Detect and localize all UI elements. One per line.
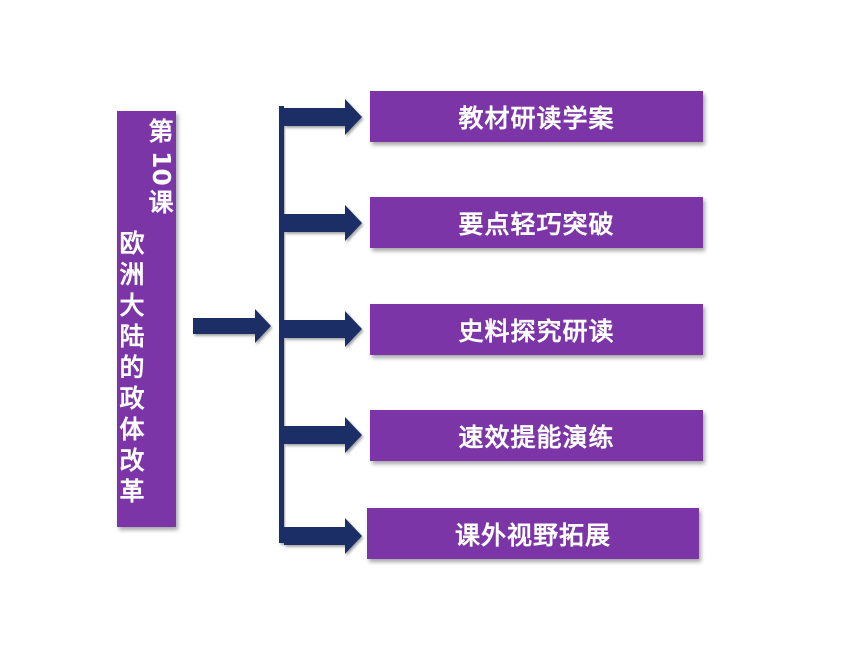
branch-arrow-icon — [284, 417, 362, 453]
lesson-name-char: 洲 — [119, 260, 145, 289]
lesson-name-char: 政 — [119, 384, 145, 413]
main-arrow-icon — [193, 309, 271, 343]
lesson-name-column: 欧 洲 大 陆 的 政 体 改 革 — [118, 117, 146, 508]
branch-arrow-icon — [284, 311, 362, 347]
item-box-5: 课外视野拓展 — [367, 508, 699, 559]
item-box-3: 史料探究研读 — [370, 304, 703, 355]
item-label: 课外视野拓展 — [454, 520, 611, 550]
item-label: 速效提能演练 — [458, 422, 615, 452]
lesson-name-char: 革 — [119, 477, 145, 506]
lesson-name-char: 的 — [119, 353, 145, 382]
item-label: 史料探究研读 — [458, 316, 615, 346]
item-label: 要点轻巧突破 — [458, 209, 615, 239]
item-label: 教材研读学案 — [458, 103, 615, 133]
lesson-name-char: 陆 — [119, 322, 145, 351]
lesson-number: 10 — [147, 150, 176, 186]
lesson-char: 第 — [148, 117, 174, 146]
item-box-1: 教材研读学案 — [370, 91, 703, 142]
lesson-title-box: 第 10 课 欧 洲 大 陆 的 政 体 改 革 — [117, 111, 176, 527]
branch-arrow-icon — [284, 205, 362, 241]
lesson-char: 课 — [148, 188, 174, 217]
bracket-line — [279, 106, 284, 543]
lesson-number-column: 第 10 课 — [147, 117, 176, 219]
branch-arrow-icon — [284, 518, 362, 554]
lesson-name-char: 改 — [119, 446, 145, 475]
item-box-4: 速效提能演练 — [370, 410, 703, 461]
branch-arrow-icon — [284, 99, 362, 135]
lesson-name-char: 大 — [119, 291, 145, 320]
lesson-name-char: 欧 — [119, 229, 145, 258]
item-box-2: 要点轻巧突破 — [370, 197, 703, 248]
lesson-name-char: 体 — [119, 415, 145, 444]
